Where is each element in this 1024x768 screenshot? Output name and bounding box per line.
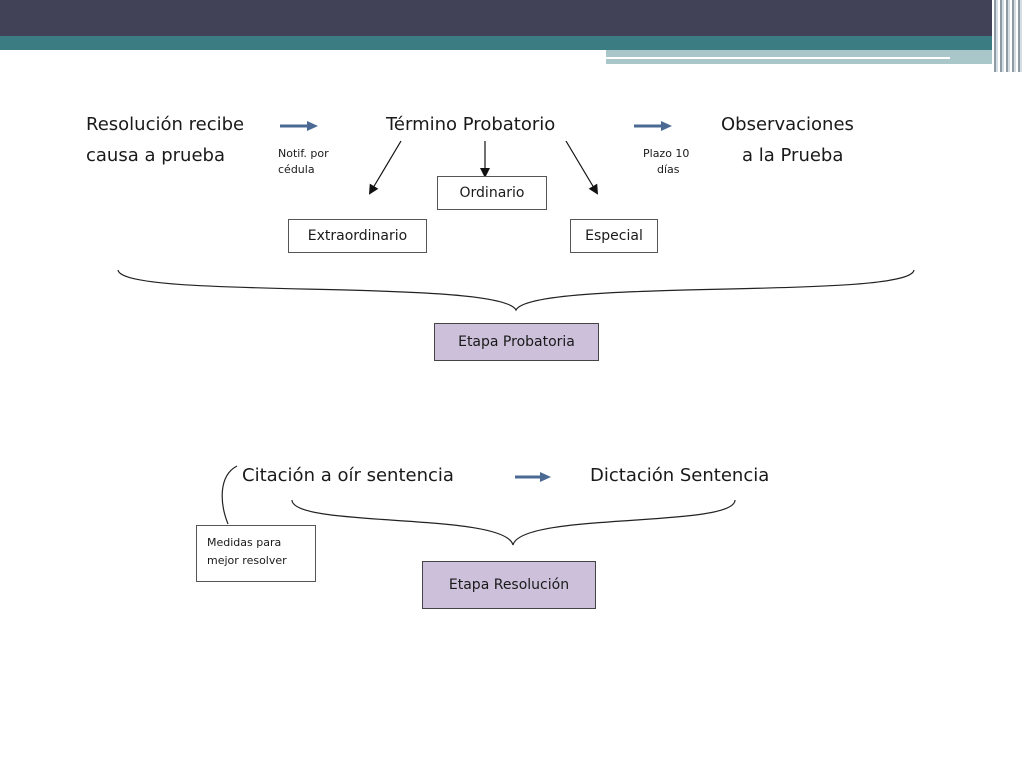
connector-citacion-to-medidas bbox=[221, 465, 238, 525]
header-stripes bbox=[992, 0, 1024, 72]
notif-label-line2: cédula bbox=[278, 163, 315, 176]
arrow-to-extraordinario bbox=[368, 140, 402, 195]
arrow-citacion-to-dictacion bbox=[515, 472, 551, 482]
arrow-resolucion-to-termino bbox=[280, 121, 318, 131]
plazo-label-line1: Plazo 10 bbox=[643, 147, 690, 160]
etapa-resolucion-box: Etapa Resolución bbox=[422, 561, 596, 609]
especial-box: Especial bbox=[570, 219, 658, 253]
plazo-label-line2: días bbox=[657, 163, 680, 176]
header-white-line bbox=[606, 57, 950, 59]
resolucion-label-line1: Resolución recibe bbox=[86, 114, 245, 135]
arrow-termino-to-observaciones bbox=[634, 121, 672, 131]
brace-etapa-probatoria bbox=[117, 269, 915, 312]
notif-label-line1: Notif. por bbox=[278, 147, 329, 160]
brace-etapa-resolucion bbox=[291, 499, 736, 546]
header-dark-bar bbox=[0, 0, 1024, 36]
dictacion-label: Dictación Sentencia bbox=[590, 465, 770, 486]
observaciones-label-line1: Observaciones bbox=[721, 114, 854, 135]
arrow-to-especial bbox=[565, 140, 599, 195]
header-teal-bar bbox=[0, 36, 1024, 50]
medidas-box: Medidas para mejor resolver bbox=[196, 525, 316, 582]
citacion-label: Citación a oír sentencia bbox=[242, 465, 454, 486]
observaciones-label-line2: a la Prueba bbox=[742, 145, 844, 166]
extraordinario-box: Extraordinario bbox=[288, 219, 427, 253]
termino-probatorio-label: Término Probatorio bbox=[386, 114, 556, 135]
resolucion-label-line2: causa a prueba bbox=[86, 145, 225, 166]
ordinario-box: Ordinario bbox=[437, 176, 547, 210]
etapa-probatoria-box: Etapa Probatoria bbox=[434, 323, 599, 361]
